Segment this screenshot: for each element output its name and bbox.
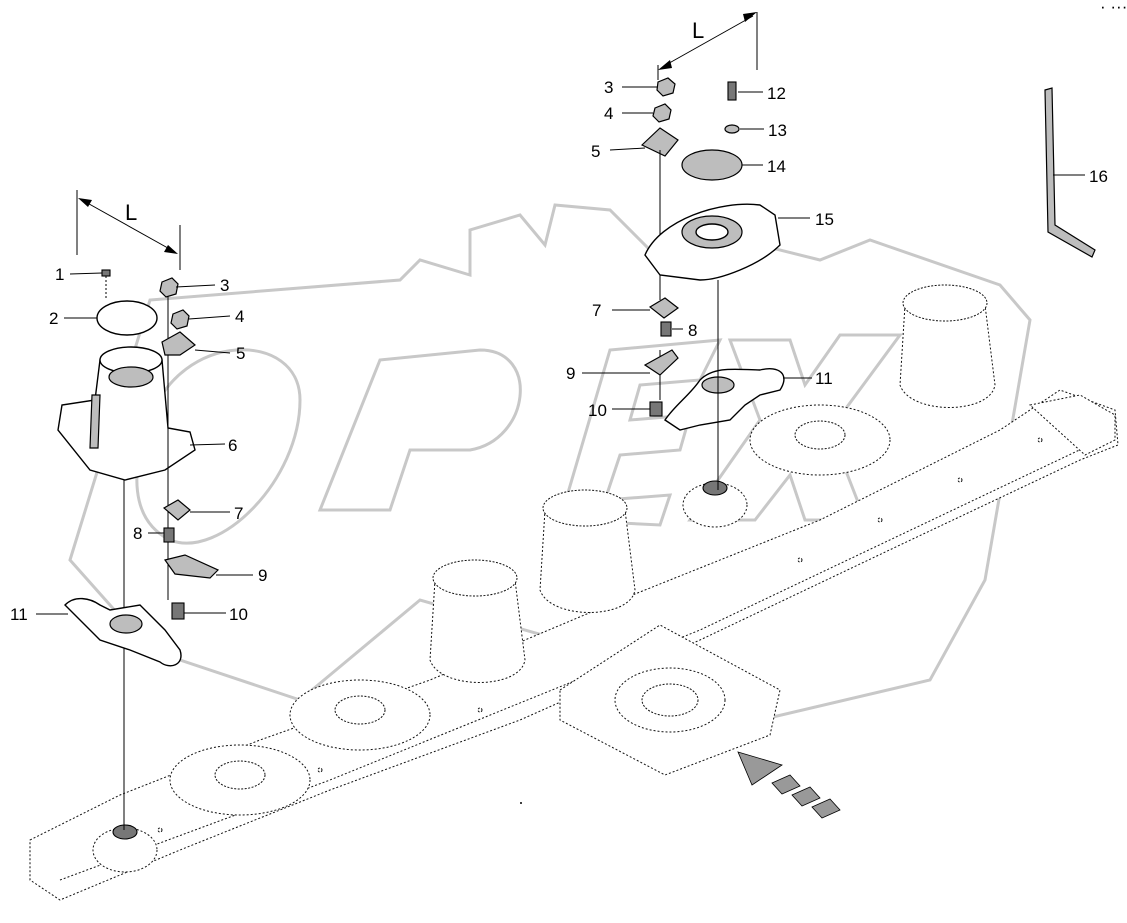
cutter-bar (29, 389, 1119, 901)
callout-10: 10 (229, 605, 248, 624)
callout-7: 7 (234, 504, 243, 523)
callout-6: 6 (228, 436, 237, 455)
stray-dot (520, 802, 522, 804)
watermark (68, 203, 1032, 722)
callout-16: 16 (1089, 167, 1108, 186)
callout-r3: 3 (604, 78, 613, 97)
left-assembly: L (57, 190, 220, 830)
corner-mark: · ··· (1100, 0, 1127, 16)
bar-drums (429, 284, 996, 683)
callout-9: 9 (258, 566, 267, 585)
callout-14: 14 (767, 157, 786, 176)
callout-r7: 7 (592, 301, 601, 320)
callout-r10: 10 (588, 401, 607, 420)
right-dimension-label: L (692, 18, 704, 43)
callout-8: 8 (133, 524, 142, 543)
callout-r9: 9 (566, 364, 575, 383)
right-assembly: L (640, 12, 1096, 490)
callout-12: 12 (767, 84, 786, 103)
travel-direction-arrow (737, 751, 841, 819)
callout-2: 2 (49, 309, 58, 328)
callout-13: 13 (768, 121, 787, 140)
bar-hubs (92, 480, 748, 873)
callout-5: 5 (236, 344, 245, 363)
callout-r4: 4 (604, 104, 613, 123)
callout-r11: 11 (815, 369, 833, 388)
callout-r8: 8 (688, 321, 697, 340)
callout-15: 15 (815, 210, 834, 229)
callout-11: 11 (10, 605, 28, 624)
callout-4: 4 (235, 307, 244, 326)
callout-3: 3 (220, 276, 229, 295)
callout-r5: 5 (591, 142, 600, 161)
callouts: 1 2 3 4 5 6 7 8 9 10 11 3 4 5 12 13 14 1… (10, 78, 1108, 624)
left-dimension-label: L (125, 200, 137, 225)
bar-discs (169, 404, 891, 816)
callout-1: 1 (55, 265, 64, 284)
